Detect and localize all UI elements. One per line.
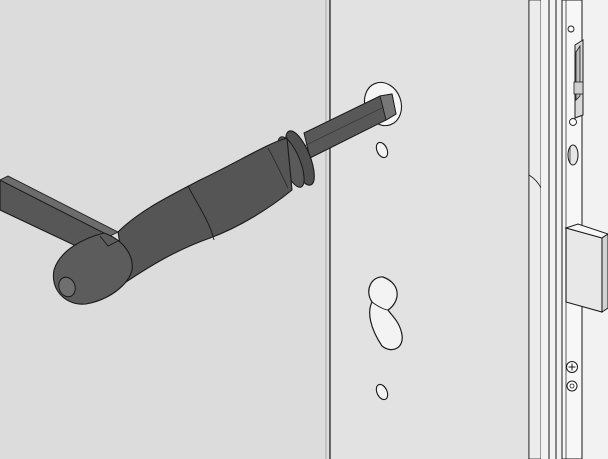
- door-edge-panel: [331, 0, 529, 459]
- door-edge-bevel: [528, 0, 542, 459]
- lower-screw-hole: [375, 383, 389, 401]
- euro-cylinder-keyhole-icon: [368, 276, 403, 351]
- main-latch-side: [564, 223, 608, 239]
- upper-latch-tab: [573, 81, 584, 95]
- main-latch: [565, 227, 603, 313]
- latch-trigger: [567, 144, 579, 166]
- round-screw-icon: [566, 380, 578, 392]
- upper-screw-hole: [375, 141, 389, 159]
- cross-screw-icon: [566, 361, 578, 373]
- main-latch-face: [601, 233, 608, 313]
- door-handle-lever: [0, 93, 397, 305]
- faceplate-hole-2: [569, 118, 577, 126]
- door-edge-notch: [528, 174, 542, 189]
- faceplate-hole-top: [567, 25, 575, 33]
